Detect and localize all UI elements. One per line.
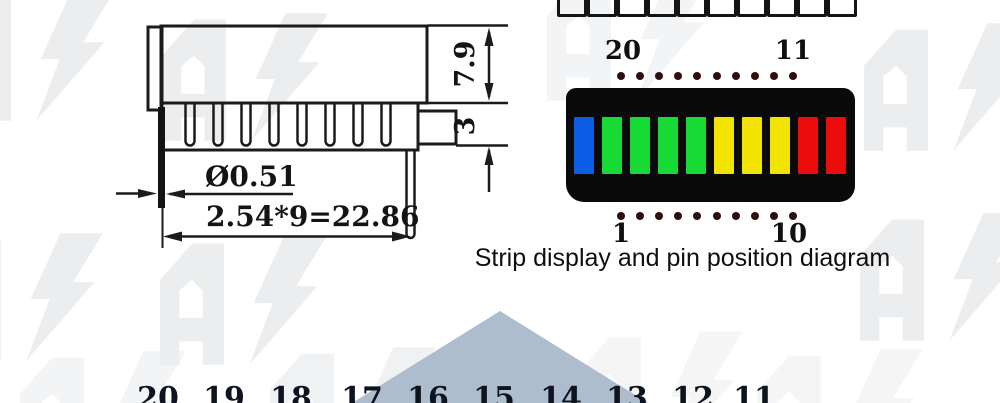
bottom-pin-label-20: 20 [137,384,179,403]
pin-dot [636,71,645,80]
pin-slot [240,103,252,147]
lightning-brand-watermark [545,0,715,107]
dimension-drawing: Ø0.51 2.54*9=22.86 7.9 3 [116,24,508,248]
lightning-brand-watermark [158,236,328,371]
pin-dot [731,71,740,80]
lightning-brand-watermark [18,350,188,403]
pin-slot [352,103,364,147]
dimension-arrowheads [138,27,494,242]
pin-dot [788,211,797,220]
pin-dot [750,71,759,80]
cutoff-pad [647,0,677,17]
cutoff-pad [707,0,737,17]
pin-dot [674,71,683,80]
bottom-pin-label-11: 11 [733,384,775,403]
cutoff-pad [827,0,857,17]
cutoff-pad [767,0,797,17]
pin-dot [769,211,778,220]
bottom-pin-label-17: 17 [341,384,383,403]
top-pin-dots [617,71,797,80]
pin-20-label: 20 [604,36,642,66]
right-shoulder-block [416,109,458,146]
pin-slot [212,103,224,147]
led-segment-3 [630,117,650,174]
led-segment-9 [798,117,818,174]
pin-dot [636,211,645,220]
left-end-cap [146,25,164,112]
bottom-pin-label-16: 16 [407,384,449,403]
left-pin-filled [158,107,165,208]
lightning-brand-watermark [858,212,1000,347]
cutoff-pad [587,0,617,17]
pin-shoulder-strip [159,101,420,152]
standoff-height-label: 3 [450,117,481,136]
pin-slot [324,103,336,147]
pin-dot [617,211,625,220]
body-outline [159,24,429,105]
bottom-pin-label-12: 12 [672,384,714,403]
bottom-pin-number-row: 20 19 18 17 16 15 14 13 12 11 [0,384,1000,403]
pin-pitch-label: 2.54*9=22.86 [206,200,419,233]
pin-slots [184,103,392,147]
led-segment-6 [714,117,734,174]
lightning-brand-watermark [0,0,115,127]
led-segment-2 [602,117,622,174]
pin-dot [712,71,721,80]
bottom-pin-label-13: 13 [606,384,648,403]
bottom-pin-label-14: 14 [540,384,582,403]
pin-slot [296,103,308,147]
cutoff-pad [677,0,707,17]
led-bargraph-module [566,88,855,202]
led-segment-10 [826,117,846,174]
bottom-pin-label-18: 18 [270,384,312,403]
pin-dot [655,211,664,220]
pin-11-label: 11 [774,36,812,66]
cutoff-pad [797,0,827,17]
led-segment-4 [658,117,678,174]
cutoff-pad [557,0,587,17]
pin-dot [693,71,702,80]
bottom-pin-dots [617,211,797,220]
lightning-brand-watermark [755,348,925,403]
led-segment-1 [574,117,594,174]
pin-dot [788,71,797,80]
pin-diameter-label: Ø0.51 [205,160,298,193]
pin-dot [769,71,778,80]
pin-dot [731,211,740,220]
led-segment-7 [742,117,762,174]
pin-dot [674,211,683,220]
cutoff-pad [617,0,647,17]
right-pin-outline [405,150,416,240]
diagram-caption: Strip display and pin position diagram [474,244,891,272]
led-segment-8 [770,117,790,174]
pin-slot [268,103,280,147]
pin-1-label: 1 [611,219,631,249]
lightning-brand-watermark [0,232,105,367]
bottom-pin-label-15: 15 [473,384,515,403]
pin-dot [750,211,759,220]
pin-dot [655,71,664,80]
lightning-brand-watermark [862,22,1000,157]
pin-dot [693,211,702,220]
pin-10-label: 10 [770,219,808,249]
pin-slot [184,103,196,147]
cutoff-pad [737,0,767,17]
led-segment-5 [686,117,706,174]
body-height-label: 7.9 [450,41,481,88]
pin-dot [712,211,721,220]
bottom-pin-label-19: 19 [203,384,245,403]
pin-dot [617,71,625,80]
pin-slot [380,103,392,147]
